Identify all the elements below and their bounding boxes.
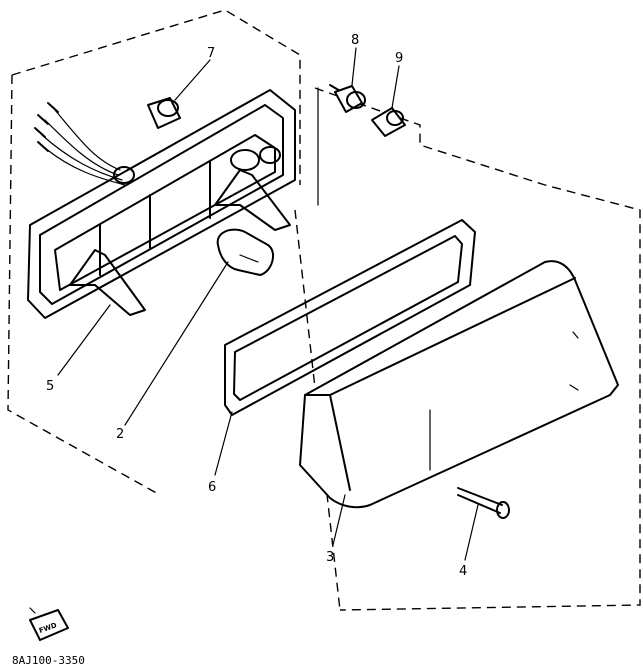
lens-screw xyxy=(457,487,510,519)
callout-5: 5 xyxy=(46,379,54,394)
lens xyxy=(299,260,619,509)
part-code: 8AJ100-3350 xyxy=(12,654,85,667)
collar xyxy=(329,84,366,113)
leader-lines xyxy=(57,47,479,561)
gasket xyxy=(224,219,476,416)
fwd-direction-icon: FWD xyxy=(29,607,69,641)
callout-4: 4 xyxy=(459,564,467,579)
wire-harness xyxy=(34,102,135,186)
callout-9: 9 xyxy=(395,51,403,66)
taillight-housing xyxy=(27,89,296,319)
assembly-boundary-upper xyxy=(7,9,301,496)
callout-6: 6 xyxy=(208,480,216,495)
callout-2: 2 xyxy=(116,427,124,442)
nut xyxy=(371,107,406,137)
callout-7: 7 xyxy=(207,46,215,61)
bulb xyxy=(216,228,275,276)
callout-3: 3 xyxy=(326,550,334,565)
callout-8: 8 xyxy=(351,33,359,48)
callouts: 7 8 9 5 2 6 3 4 xyxy=(46,33,467,579)
grommet xyxy=(147,97,181,129)
